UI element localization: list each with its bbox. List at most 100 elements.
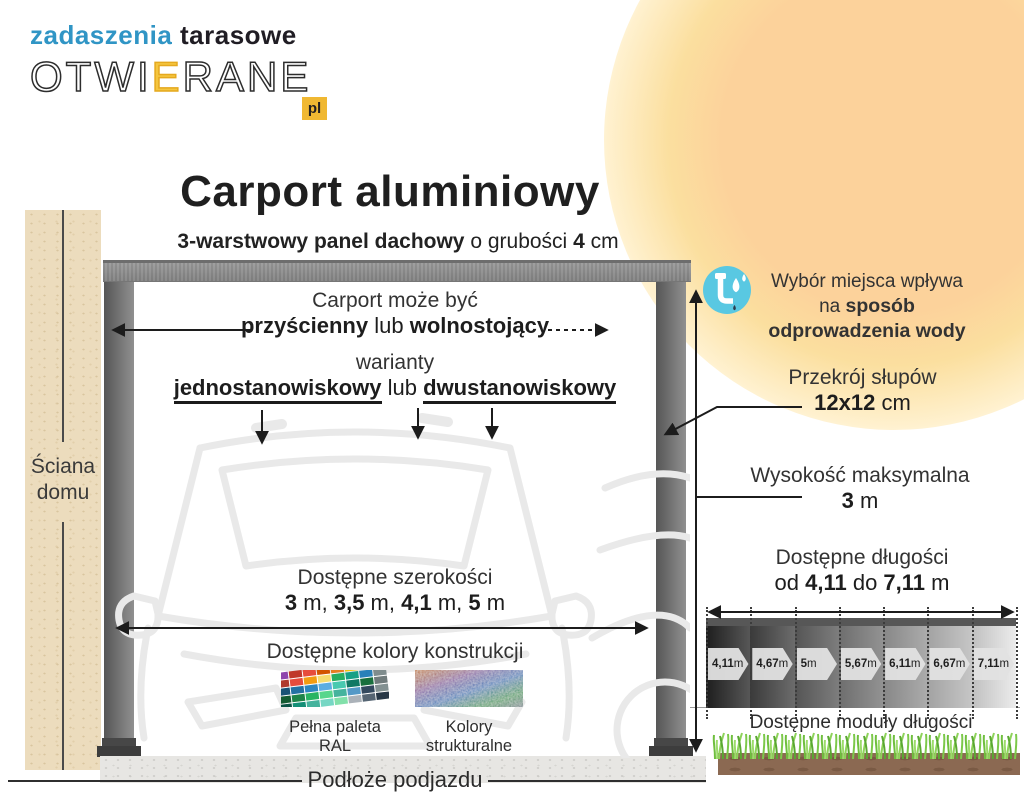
module-unit: m bbox=[999, 658, 1010, 670]
module-chevron: 5 m bbox=[796, 648, 838, 680]
brand-wordmark: OTWIERANE pl bbox=[29, 52, 360, 120]
brand-tagline-part1: zadaszenia bbox=[30, 20, 181, 50]
left-post-base bbox=[102, 738, 136, 747]
lengths-v1: 4,11 bbox=[805, 570, 847, 595]
water-note: Wybór miejsca wpływa na sposób odprowadz… bbox=[751, 270, 983, 344]
wall-axis-line-bottom bbox=[62, 522, 64, 770]
module-unit: m bbox=[778, 658, 789, 670]
structural-label-line2: strukturalne bbox=[425, 736, 513, 755]
ral-swatch-col: Pełna paleta RAL bbox=[274, 659, 390, 756]
width-v2: 3,5 bbox=[333, 590, 365, 615]
roof-panel bbox=[103, 260, 691, 282]
roof-label-num: 4 bbox=[573, 230, 585, 253]
ral-swatch-label: Pełna paleta RAL bbox=[281, 718, 389, 756]
roof-panel-label: 3-warstwowy panel dachowy o grubości 4 c… bbox=[105, 230, 691, 254]
module-unit: m bbox=[955, 658, 966, 670]
widths-line1: Dostępne szerokości bbox=[297, 566, 493, 589]
type-word2: wolnostojący bbox=[409, 313, 550, 338]
ground-divider-left bbox=[8, 780, 302, 782]
right-post bbox=[656, 282, 686, 738]
module-boundary-line bbox=[883, 607, 886, 719]
post-note-size: 12x12 bbox=[814, 390, 876, 415]
module-boundary-line bbox=[927, 607, 930, 719]
width-u3: m, bbox=[431, 590, 469, 615]
ral-label-line1: Pełna paleta bbox=[289, 718, 381, 736]
height-note-value: 3 bbox=[841, 488, 854, 513]
ground-divider-right bbox=[488, 780, 706, 782]
variants-note: warianty jednostanowiskowy lub dwustanow… bbox=[140, 351, 650, 404]
module-chevron: 6,11 m bbox=[885, 648, 926, 680]
structural-label-line1: Kolory bbox=[445, 718, 493, 736]
wall-label-line1: Ściana bbox=[30, 455, 96, 478]
driveway-surface bbox=[100, 756, 706, 783]
module-unit: m bbox=[806, 658, 817, 670]
variant-word2: dwustanowiskowy bbox=[423, 375, 617, 404]
roof-label-bold: 3-warstwowy panel dachowy bbox=[177, 230, 465, 253]
modules-segments: 4,11 m 4,67 m 5 m 5,67 m 6,11 m 6,67 m 7… bbox=[706, 618, 1016, 708]
modules-bar-roof-strip bbox=[706, 618, 1016, 626]
lengths-note: Dostępne długości od 4,11 do 7,11 m bbox=[712, 546, 1012, 596]
width-v4: 5 bbox=[468, 590, 481, 615]
water-note-line3-text: odprowadzenia wody bbox=[768, 319, 966, 342]
module-boundary-line bbox=[971, 607, 974, 719]
module-segment: 5,67 m bbox=[838, 618, 884, 708]
module-chevron: 5,67 m bbox=[840, 648, 882, 680]
brand-logo: zadaszenia tarasowe OTWIERANE pl bbox=[29, 20, 360, 120]
wall-label-line2: domu bbox=[36, 481, 90, 505]
variants-line2: jednostanowiskowy lub dwustanowiskowy bbox=[140, 375, 650, 404]
module-segment: 5 m bbox=[794, 618, 839, 708]
wall-axis-line-top bbox=[62, 210, 64, 442]
type-note-line2: przyścienny lub wolnostojący bbox=[140, 313, 650, 339]
module-unit: m bbox=[910, 658, 921, 670]
lengths-unit: m bbox=[925, 570, 950, 595]
module-value: 6,11 bbox=[889, 658, 911, 670]
module-boundary-line bbox=[706, 607, 708, 719]
wordmark-outline-text: OTWIERANE bbox=[29, 52, 311, 101]
type-note-line1: Carport może być bbox=[312, 289, 478, 312]
module-value: 5 bbox=[800, 658, 807, 670]
width-u1: m, bbox=[297, 590, 334, 615]
left-post bbox=[104, 282, 134, 738]
height-note-line2: 3 m bbox=[730, 488, 990, 514]
color-swatches: Pełna paleta RAL Kolo bbox=[274, 659, 523, 756]
module-chevron: 4,11 m bbox=[708, 648, 749, 680]
module-boundary-line bbox=[750, 607, 753, 719]
lengths-mid: do bbox=[846, 570, 884, 595]
width-u4: m bbox=[480, 590, 506, 615]
variant-word1: jednostanowiskowy bbox=[173, 375, 382, 404]
left-post-foot bbox=[97, 746, 141, 757]
ground-label: Podłoże podjazdu bbox=[307, 767, 483, 792]
svg-text:OTWIERANE: OTWIERANE bbox=[30, 53, 311, 100]
module-chevron: 4,67 m bbox=[752, 648, 793, 680]
grass bbox=[712, 728, 1018, 759]
module-boundary-line bbox=[1016, 607, 1018, 719]
module-segment: 7,11 m bbox=[971, 618, 1016, 708]
lengths-pre: od bbox=[774, 570, 806, 595]
variants-line1: warianty bbox=[355, 351, 435, 374]
height-note-unit: m bbox=[853, 488, 879, 513]
carport-type-note: Carport może być przyścienny lub wolnost… bbox=[140, 289, 650, 339]
wordmark-pre: OTWI bbox=[30, 53, 152, 100]
module-unit: m bbox=[867, 658, 877, 670]
colors-title: Dostępne kolory konstrukcji bbox=[266, 640, 524, 663]
lengths-note-line2: od 4,11 do 7,11 m bbox=[712, 570, 1012, 596]
wordmark-post: RANE bbox=[183, 53, 312, 100]
roof-label-unit: cm bbox=[584, 230, 619, 253]
water-note-line1: Wybór miejsca wpływa bbox=[771, 271, 963, 292]
module-chevron: 6,67 m bbox=[929, 648, 970, 680]
roof-label-mid: o grubości bbox=[464, 230, 574, 253]
water-note-pre: na bbox=[819, 295, 846, 317]
brand-tagline: zadaszenia tarasowe bbox=[30, 20, 360, 51]
variant-sep: lub bbox=[381, 375, 424, 400]
module-value: 4,11 bbox=[712, 658, 734, 670]
module-chevron: 7,11 m bbox=[973, 648, 1015, 680]
water-note-bold: sposób bbox=[845, 294, 915, 317]
type-word1: przyścienny bbox=[240, 313, 369, 338]
modules-caption: Dostępne moduły długości bbox=[749, 712, 973, 733]
module-segment: 6,67 m bbox=[927, 618, 972, 708]
water-note-line2: na sposób bbox=[751, 294, 983, 319]
page-title: Carport aluminiowy bbox=[180, 167, 600, 217]
width-v3: 4,1 bbox=[401, 590, 432, 615]
tld-badge: pl bbox=[302, 97, 327, 120]
